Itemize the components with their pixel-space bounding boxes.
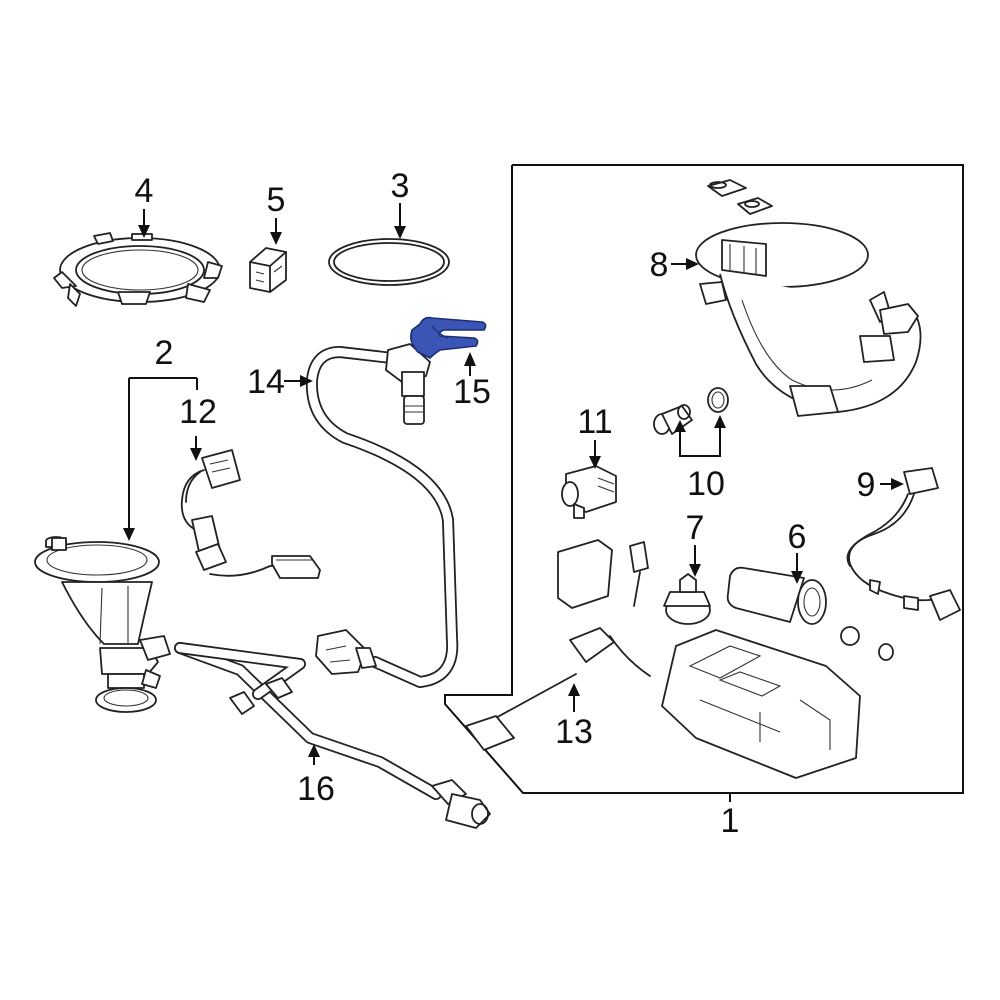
part-12-wiring-harness [180, 449, 321, 579]
callout-8: 8 [650, 246, 669, 284]
part-1-reservoir-housing [661, 629, 861, 779]
part-6-fuel-pump [726, 566, 894, 661]
callout-16: 16 [297, 770, 335, 808]
callout-13: 13 [555, 713, 593, 751]
callout-3: 3 [391, 167, 410, 205]
part-2-fuel-pump-module [34, 536, 171, 713]
part-5-connector-clip [249, 247, 287, 293]
callout-9: 9 [857, 466, 876, 504]
callout-15: 15 [453, 373, 491, 411]
part-13-fuel-level-sender [465, 539, 651, 751]
part-3-seal-ring [328, 238, 450, 286]
part-16-vent-hose [174, 642, 491, 829]
callout-10: 10 [687, 465, 725, 503]
part-9-harness [846, 467, 961, 621]
callout-2: 2 [155, 334, 174, 372]
part-4-lock-ring [53, 232, 223, 307]
callout-5: 5 [267, 181, 286, 219]
part-15-retainer-clip [410, 316, 487, 359]
callout-6: 6 [788, 518, 807, 556]
part-7-bracket [663, 573, 711, 625]
callout-11: 11 [577, 403, 612, 441]
callout-14: 14 [247, 363, 285, 401]
callout-12: 12 [179, 393, 217, 431]
part-14-fuel-hose [305, 343, 459, 688]
callout-7: 7 [686, 509, 705, 547]
part-11-sensor [561, 465, 617, 519]
callout-1: 1 [721, 802, 740, 840]
part-8-pump-flange [695, 179, 922, 417]
part-10-valve-and-oring [653, 387, 729, 435]
callout-4: 4 [135, 172, 154, 210]
